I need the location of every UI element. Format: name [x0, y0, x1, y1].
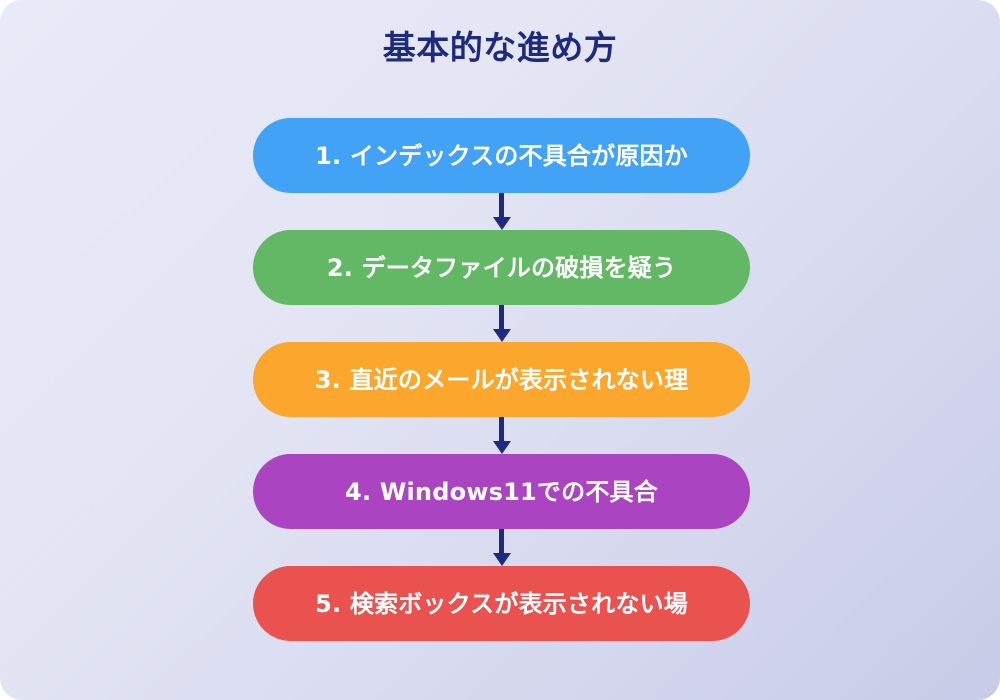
- flow-node-1-label: 1. インデックスの不具合が原因か: [315, 141, 688, 170]
- arrow-down-icon: [492, 441, 511, 454]
- flow-step-3: 3. 直近のメールが表示されない理: [253, 342, 750, 417]
- flow-node-5[interactable]: 5. 検索ボックスが表示されない場: [253, 566, 750, 641]
- flow-connector-4-5: [253, 529, 750, 566]
- flow-node-2-label: 2. データファイルの破損を疑う: [326, 253, 677, 282]
- arrow-down-icon: [492, 329, 511, 342]
- arrow-stem-icon: [499, 529, 504, 555]
- flow-node-4[interactable]: 4. Windows11での不具合: [253, 454, 750, 529]
- flow-connector-3-4: [253, 417, 750, 454]
- arrow-stem-icon: [499, 417, 504, 443]
- flow-node-4-label: 4. Windows11での不具合: [345, 477, 658, 506]
- flow-connector-1-2: [253, 193, 750, 230]
- flow-step-5: 5. 検索ボックスが表示されない場: [253, 566, 750, 641]
- flow-node-3[interactable]: 3. 直近のメールが表示されない理: [253, 342, 750, 417]
- flow-connector-2-3: [253, 305, 750, 342]
- flow-step-1: 1. インデックスの不具合が原因か: [253, 118, 750, 193]
- arrow-stem-icon: [499, 193, 504, 219]
- flow-node-3-label: 3. 直近のメールが表示されない理: [314, 365, 689, 394]
- flow-step-2: 2. データファイルの破損を疑う: [253, 230, 750, 305]
- arrow-stem-icon: [499, 305, 504, 331]
- flow-node-2[interactable]: 2. データファイルの破損を疑う: [253, 230, 750, 305]
- flow-node-1[interactable]: 1. インデックスの不具合が原因か: [253, 118, 750, 193]
- flowchart-container: 1. インデックスの不具合が原因か 2. データファイルの破損を疑う 3. 直近…: [253, 118, 750, 641]
- flow-node-5-label: 5. 検索ボックスが表示されない場: [315, 589, 688, 618]
- arrow-down-icon: [492, 217, 511, 230]
- page-title: 基本的な進め方: [382, 28, 618, 67]
- arrow-down-icon: [492, 553, 511, 566]
- flow-step-4: 4. Windows11での不具合: [253, 454, 750, 529]
